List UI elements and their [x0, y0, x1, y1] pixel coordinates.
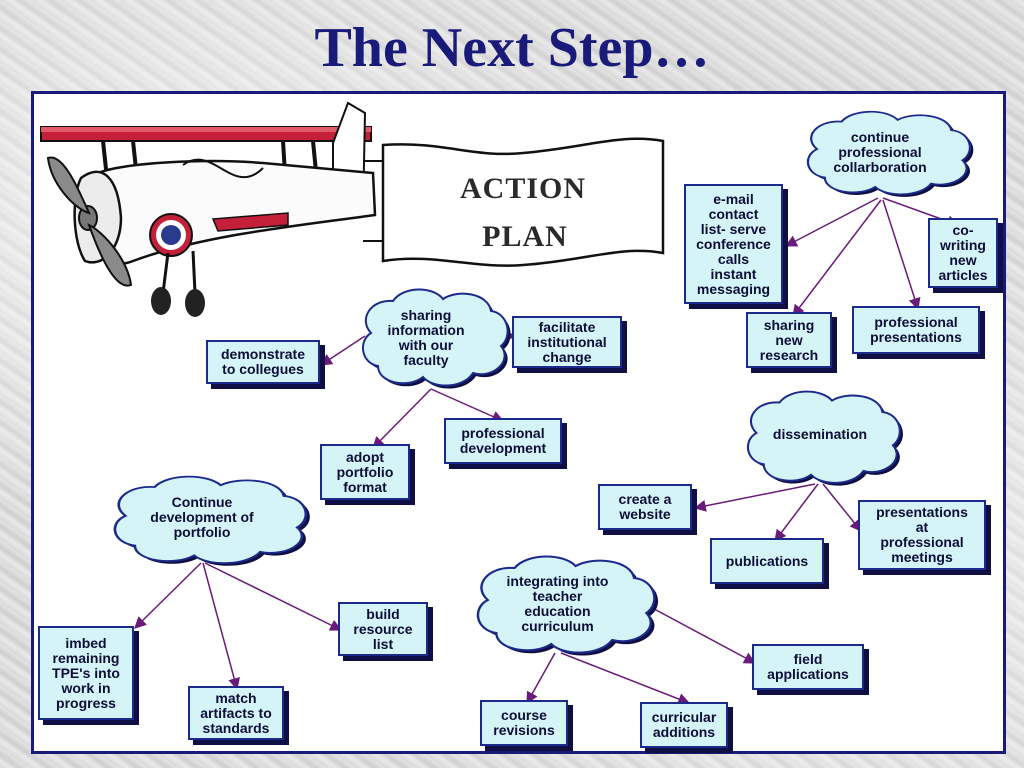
diagram-frame: ACTION PLAN [31, 91, 1006, 754]
box-prof-presentations: professional presentations [852, 306, 980, 354]
arrow-collab-email [784, 197, 879, 247]
box-prof-development: professional development [444, 418, 562, 464]
biplane-icon [40, 101, 388, 317]
diagram-canvas: ACTION PLAN [40, 101, 974, 705]
arrow-integrating-course [526, 652, 556, 705]
arrow-sharing-demonstrate [319, 335, 366, 366]
box-facilitate: facilitate institutional change [512, 316, 622, 368]
page-title: The Next Step… [314, 17, 710, 79]
box-match: match artifacts to standards [188, 686, 284, 740]
cloud-dissemination-text: dissemination [772, 425, 868, 442]
cloud-collaboration-text: continue professional collarboration [833, 128, 927, 175]
box-co-writing: co- writing new articles [928, 218, 998, 288]
arrow-sharing-adopt [372, 388, 432, 449]
box-sharing-research: sharing new research [746, 312, 832, 368]
arrow-dissem-publications [774, 483, 819, 542]
arrow-integrating-field [642, 602, 757, 664]
banner-line2: PLAN [482, 220, 568, 253]
banner-line1: ACTION [460, 172, 586, 205]
box-curricular: curricular additions [640, 702, 728, 748]
box-field: field applications [752, 644, 864, 690]
cloud-sharing-text: sharing information with our faculty [387, 307, 465, 368]
cloud-integrating-text: integrating into teacher education curri… [506, 573, 609, 634]
arrow-portfolio-resource [204, 562, 343, 631]
box-adopt: adopt portfolio format [320, 444, 410, 500]
box-course: course revisions [480, 700, 568, 746]
box-demonstrate: demonstrate to collegues [206, 340, 320, 384]
box-imbed: imbed remaining TPE's into work in progr… [38, 626, 134, 720]
arrow-collab-presentations [882, 199, 921, 311]
arrow-dissem-website [693, 483, 816, 512]
box-publications: publications [710, 538, 824, 584]
arrow-collab-research [792, 199, 882, 317]
box-presentations-meetings: presentations at professional meetings [858, 500, 986, 570]
arrow-connectors [134, 197, 960, 705]
box-resource: build resource list [338, 602, 428, 656]
cloud-portfolio-text: Continue development of portfolio [150, 493, 254, 540]
arrow-portfolio-imbed [134, 562, 202, 629]
arrow-dissem-presentations [822, 483, 862, 532]
banner-scroll: ACTION PLAN [381, 137, 665, 267]
box-website: create a website [598, 484, 692, 530]
arrow-sharing-development [430, 388, 505, 423]
arrow-integrating-curricular [560, 652, 691, 705]
box-email: e-mail contact list- serve conference ca… [684, 184, 783, 304]
arrow-portfolio-match [202, 562, 240, 691]
